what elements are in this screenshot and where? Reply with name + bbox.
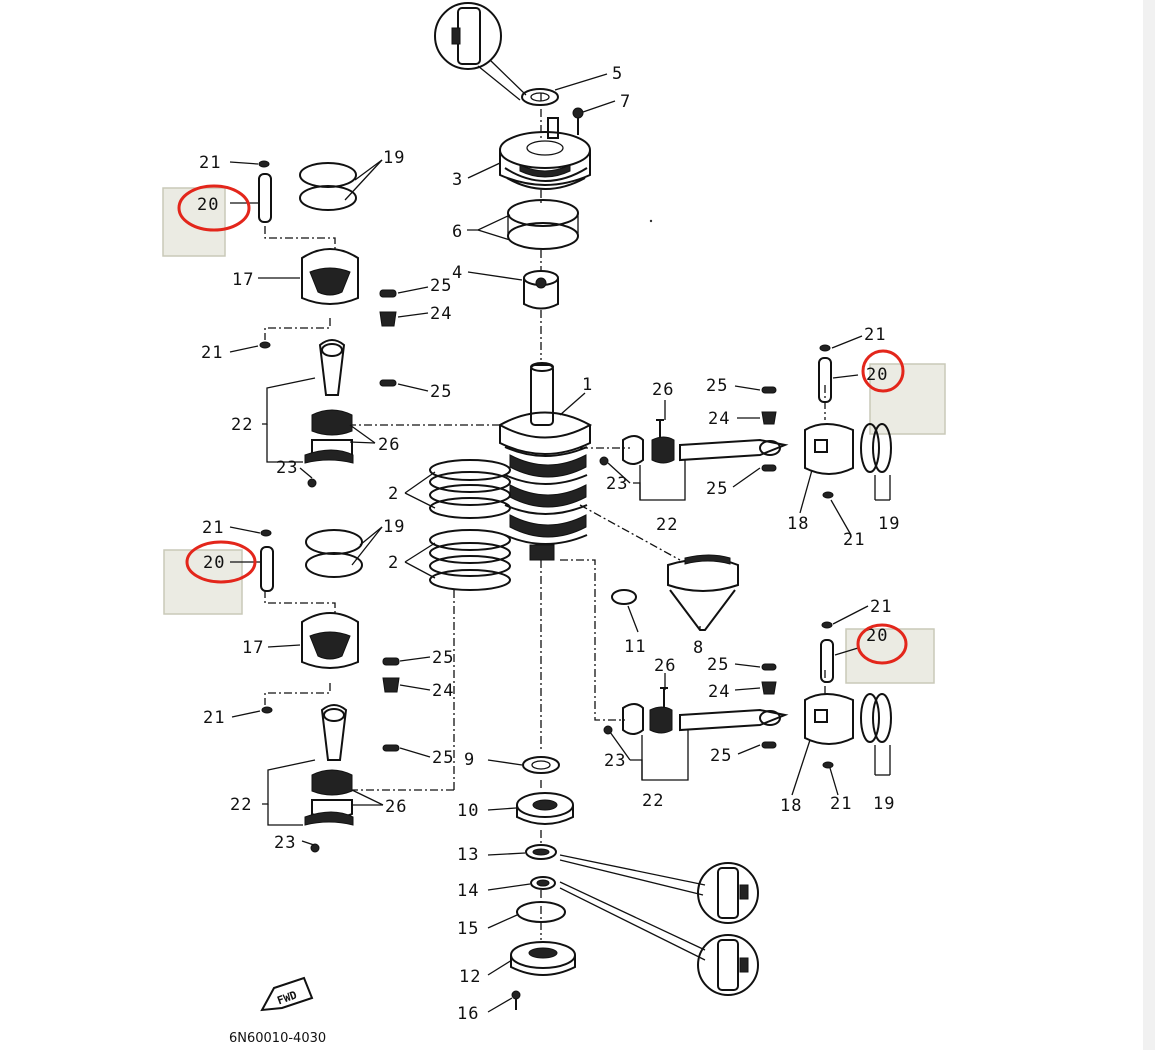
leader-lines (229, 73, 869, 1013)
label-21-c: 21 (202, 518, 224, 538)
label-11: 11 (624, 637, 646, 657)
label-25-d: 25 (432, 748, 454, 768)
label-7: 7 (620, 92, 631, 112)
label-24-a: 24 (430, 304, 452, 324)
label-24-d: 24 (708, 682, 730, 702)
part-7-bolt (572, 107, 584, 135)
red-circle-20-upper-right (861, 349, 905, 393)
label-16: 16 (457, 1004, 479, 1024)
center-axis-lines (264, 93, 826, 940)
part-6-rings (507, 199, 579, 250)
label-25-g: 25 (707, 655, 729, 675)
part-number-labels: 5 7 3 6 4 19 21 20 17 21 25 24 25 22 26 … (197, 64, 900, 1024)
label-22-d: 22 (642, 791, 664, 811)
label-25-c: 25 (432, 648, 454, 668)
seal-detail-magnifier-lower-1 (559, 854, 759, 924)
label-19-c: 19 (878, 514, 900, 534)
label-20-b: 20 (203, 553, 225, 573)
label-25-f: 25 (706, 479, 728, 499)
label-20-a: 20 (197, 195, 219, 215)
scrollbar-track[interactable] (1143, 0, 1155, 1050)
label-23-b: 23 (274, 833, 296, 853)
seal-detail-magnifier-top (434, 2, 527, 101)
label-14: 14 (457, 881, 479, 901)
red-circle-20-lower-right (856, 623, 908, 665)
label-10: 10 (457, 801, 479, 821)
label-4: 4 (452, 263, 463, 283)
label-21-b: 21 (201, 343, 223, 363)
label-19-b: 19 (383, 517, 405, 537)
label-18-b: 18 (780, 796, 802, 816)
label-23-a: 23 (276, 458, 298, 478)
part-11-ring (611, 589, 637, 605)
part-9-oil-seal (522, 756, 560, 774)
label-23-c: 23 (606, 474, 628, 494)
upper-left-piston-group (258, 160, 397, 488)
label-26-b: 26 (385, 797, 407, 817)
label-23-d: 23 (604, 751, 626, 771)
label-9: 9 (464, 750, 475, 770)
label-22-b: 22 (230, 795, 252, 815)
label-20-c: 20 (866, 365, 888, 385)
label-6: 6 (452, 222, 463, 242)
label-15: 15 (457, 919, 479, 939)
label-26-a: 26 (378, 435, 400, 455)
label-5: 5 (612, 64, 623, 84)
fwd-label: FWD (276, 988, 299, 1007)
label-17-a: 17 (232, 270, 254, 290)
label-21-a: 21 (199, 153, 221, 173)
upper-right-piston-group (599, 344, 892, 501)
label-24-b: 24 (432, 681, 454, 701)
label-25-b: 25 (430, 382, 452, 402)
label-22-c: 22 (656, 515, 678, 535)
part-8-bearing (667, 554, 739, 631)
label-2-a: 2 (388, 484, 399, 504)
label-21-d: 21 (203, 708, 225, 728)
diagram-code: 6N60010-4030 (229, 1031, 326, 1046)
label-8: 8 (693, 638, 704, 658)
label-21-e: 21 (843, 530, 865, 550)
seal-detail-magnifier-lower-2 (559, 881, 759, 996)
label-24-c: 24 (708, 409, 730, 429)
label-13: 13 (457, 845, 479, 865)
lower-left-piston-group (260, 529, 400, 853)
highlight-box-20-upper-left (162, 187, 226, 257)
part-2-piston-rings (429, 459, 511, 591)
label-1: 1 (582, 375, 593, 395)
label-22-a: 22 (231, 415, 253, 435)
red-circle-20-upper-left (177, 184, 251, 232)
fwd-arrow-icon (260, 976, 314, 1012)
label-19-d: 19 (873, 794, 895, 814)
label-25-h: 25 (710, 746, 732, 766)
label-26-c: 26 (652, 380, 674, 400)
label-2-b: 2 (388, 553, 399, 573)
label-17-b: 17 (242, 638, 264, 658)
label-25-e: 25 (706, 376, 728, 396)
part-13-oil-seal (525, 844, 557, 860)
label-19-a: 19 (383, 148, 405, 168)
part-1-crankshaft (497, 362, 593, 561)
part-15-o-ring (516, 901, 566, 923)
speck (649, 219, 653, 223)
label-21-h: 21 (870, 597, 892, 617)
label-25-a: 25 (430, 276, 452, 296)
part-5-oil-seal (521, 88, 559, 106)
part-3-bearing-housing (499, 117, 591, 190)
label-20-d: 20 (866, 626, 888, 646)
label-18-a: 18 (787, 514, 809, 534)
part-4-needle-bearing (523, 270, 559, 310)
label-26-d: 26 (654, 656, 676, 676)
label-3: 3 (452, 170, 463, 190)
label-21-g: 21 (830, 794, 852, 814)
highlight-box-20-upper-right (869, 363, 946, 435)
part-12-lower-bearing-housing (510, 941, 576, 1010)
part-14-oil-seal (530, 876, 556, 890)
red-circle-20-lower-left (185, 540, 257, 584)
part-10-ball-bearing (516, 792, 574, 825)
label-21-f: 21 (864, 325, 886, 345)
label-12: 12 (459, 967, 481, 987)
